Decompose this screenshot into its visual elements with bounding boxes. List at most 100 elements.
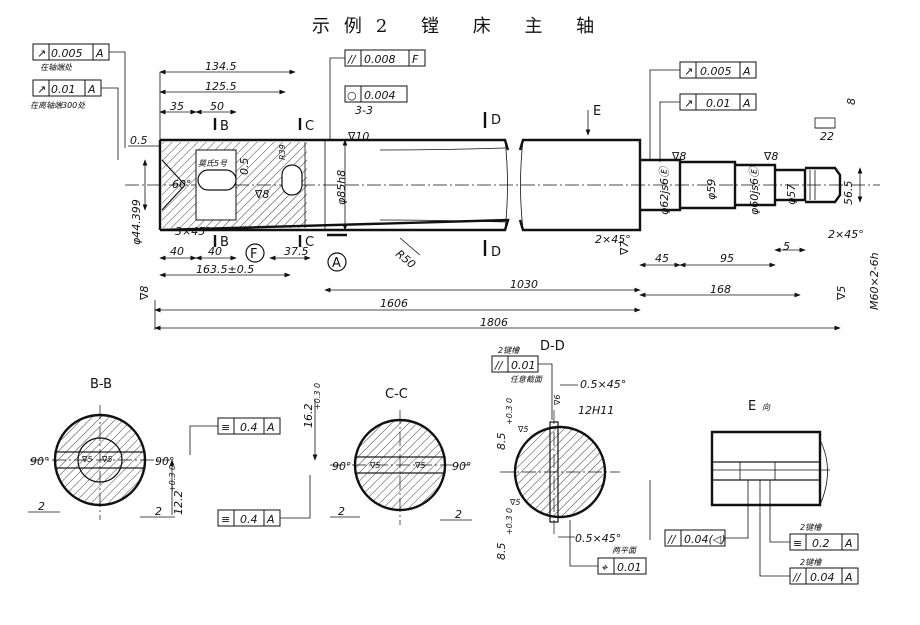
svg-text:A: A [266, 421, 275, 434]
svg-text:∇6: ∇6 [553, 395, 562, 406]
svg-text:A: A [332, 256, 341, 271]
svg-text:0.04(◁): 0.04(◁) [684, 533, 726, 546]
svg-text:莫氏5号: 莫氏5号 [198, 159, 228, 168]
svg-text:50: 50 [210, 100, 224, 113]
svg-text://: // [347, 53, 357, 66]
svg-text:40: 40 [208, 245, 222, 258]
svg-text:35: 35 [170, 100, 184, 113]
svg-text:φ57: φ57 [785, 184, 798, 205]
svg-text:φ62js6Ⓔ: φ62js6Ⓔ [658, 165, 671, 215]
svg-text:R50: R50 [393, 247, 418, 271]
view-e: E 向 [710, 399, 830, 507]
svg-text:90°: 90° [452, 460, 472, 473]
svg-text:两平面: 两平面 [612, 546, 638, 555]
svg-text:∇5: ∇5 [101, 455, 112, 464]
svg-text:2键槽: 2键槽 [498, 346, 521, 355]
svg-text:90°: 90° [332, 460, 352, 473]
svg-text:1806: 1806 [480, 316, 508, 329]
svg-text:∇8: ∇8 [138, 286, 151, 301]
svg-text:∇5: ∇5 [81, 455, 92, 464]
svg-text:12.2: 12.2 [172, 491, 185, 516]
svg-text:B-B: B-B [90, 377, 112, 392]
svg-text:○: ○ [347, 89, 357, 102]
svg-text:12H11: 12H11 [578, 404, 614, 417]
svg-text:8.5: 8.5 [495, 433, 508, 451]
svg-text:∇8: ∇8 [254, 188, 269, 201]
svg-text:D-D: D-D [540, 339, 565, 354]
svg-text:向: 向 [762, 403, 771, 412]
svg-text://: // [494, 359, 504, 372]
svg-text:A: A [87, 83, 96, 96]
svg-text:↗: ↗ [684, 65, 693, 78]
fcf-runout-left: ↗ 0.005 A 在轴端处 ↗ 0.01 A 在离轴端300处 [30, 43, 126, 160]
fcf-parallel-dd: 2键槽 // 0.01 任意截面 [491, 346, 553, 420]
svg-text:2: 2 [155, 505, 162, 518]
svg-text:C-C: C-C [385, 387, 408, 402]
svg-text:0.4: 0.4 [240, 421, 258, 434]
svg-text:95: 95 [720, 252, 734, 265]
svg-text:在离轴端300处: 在离轴端300处 [30, 101, 86, 110]
svg-text:168: 168 [710, 283, 731, 296]
svg-text:0.5×45°: 0.5×45° [580, 378, 626, 391]
svg-text:0.01: 0.01 [617, 561, 642, 574]
svg-text:F: F [250, 247, 257, 262]
svg-text:2: 2 [338, 505, 345, 518]
svg-text:1606: 1606 [380, 297, 408, 310]
svg-text:0.4: 0.4 [240, 513, 258, 526]
svg-text:45: 45 [655, 252, 669, 265]
fcf-sym-e: 2键槽 ≡ 0.2 A 2键槽 // 0.04 A [759, 480, 859, 585]
svg-text:0.005: 0.005 [700, 65, 732, 78]
svg-text:0.04: 0.04 [810, 571, 835, 584]
svg-text:R39: R39 [278, 144, 287, 160]
svg-text:125.5: 125.5 [205, 80, 237, 93]
svg-text:≡: ≡ [221, 513, 230, 526]
svg-text:0.01: 0.01 [706, 97, 731, 110]
svg-text:≡: ≡ [221, 421, 230, 434]
section-cc: C-C 90° 90° ∇5 ∇5 2 2 16.2 +0.3 0 [302, 383, 472, 525]
svg-text:+0.3 0: +0.3 0 [168, 465, 177, 492]
svg-text:22: 22 [820, 130, 834, 143]
svg-text:3×45°: 3×45° [175, 225, 211, 238]
svg-text:↗: ↗ [684, 97, 693, 110]
svg-text:D: D [491, 113, 501, 128]
svg-text:φ60js6Ⓔ: φ60js6Ⓔ [748, 165, 761, 215]
svg-text:↗: ↗ [37, 83, 46, 96]
svg-text:C: C [305, 119, 314, 134]
svg-text:0.004: 0.004 [364, 89, 396, 102]
fcf-runout-right: ↗ 0.005 A ↗ 0.01 A [649, 61, 757, 162]
svg-text:2×45°: 2×45° [595, 233, 631, 246]
svg-text:∇5: ∇5 [517, 425, 528, 434]
svg-text:C: C [305, 235, 314, 250]
svg-text:0.01: 0.01 [51, 83, 76, 96]
fcf-parallel-roundness: // 0.008 F ○ 0.004 3-3 [329, 49, 426, 140]
svg-text:5: 5 [783, 240, 790, 253]
svg-text:2键槽: 2键槽 [800, 523, 823, 532]
svg-text:+0.3 0: +0.3 0 [505, 508, 514, 535]
svg-text:∇5: ∇5 [369, 461, 380, 470]
svg-text:2×45°: 2×45° [828, 228, 864, 241]
svg-text:1030: 1030 [510, 278, 538, 291]
svg-text:A: A [844, 537, 853, 550]
svg-text:+0.3 0: +0.3 0 [505, 398, 514, 425]
svg-text:∇7: ∇7 [618, 241, 631, 256]
svg-text:0.5×45°: 0.5×45° [575, 532, 621, 545]
svg-text:∇5: ∇5 [414, 461, 425, 470]
svg-text://: // [667, 533, 677, 546]
svg-text:∇5: ∇5 [835, 286, 848, 301]
svg-text:B: B [220, 119, 229, 134]
svg-text://: // [792, 571, 802, 584]
svg-text:A: A [742, 97, 751, 110]
fcf-position-dd: 两平面 ⌖ 0.01 [569, 520, 647, 575]
svg-text:φ59: φ59 [705, 179, 718, 200]
svg-text:0.005: 0.005 [51, 47, 83, 60]
svg-text:φ44.399: φ44.399 [130, 199, 143, 245]
svg-text:A: A [266, 513, 275, 526]
svg-text:B: B [220, 235, 229, 250]
svg-text:37.5: 37.5 [284, 245, 309, 258]
spindle-main-view [125, 117, 880, 232]
svg-text:M60×2-6h: M60×2-6h [868, 252, 881, 310]
svg-text:+0.3 0: +0.3 0 [313, 383, 322, 410]
svg-text:F: F [412, 53, 419, 66]
svg-text:8.5: 8.5 [495, 543, 508, 561]
svg-text:40: 40 [170, 245, 184, 258]
